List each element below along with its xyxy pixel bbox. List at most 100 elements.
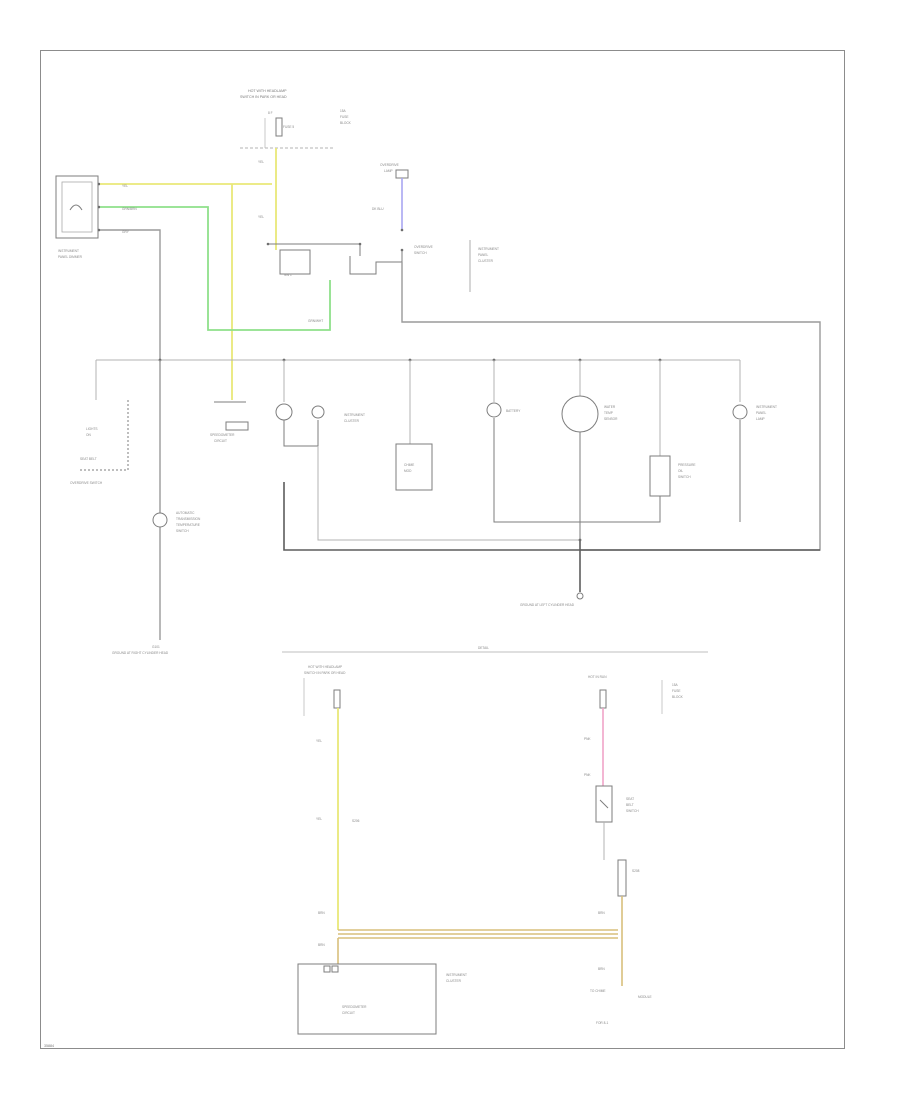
top-fuse-amp: 15A [340,109,347,113]
seat-belt-label-2: BELT [626,803,634,807]
oil-switch-label: PRESSURE [678,463,696,467]
bottom-cluster-label: INSTRUMENT [446,973,467,977]
wire-green [100,206,331,331]
switch-side-label-3: CLUSTER [478,259,494,263]
trans-temp-text-3: TEMPERATURE [176,523,200,527]
diode-label: S208 [632,869,640,873]
speedo-label: SPEEDOMETER [210,433,235,437]
seat-belt-label-3: SWITCH [626,809,639,813]
overdrive-wire-label: DK BLU [372,207,384,211]
instrument-panel-dimmer-box [55,175,101,239]
far-right-lamp [732,404,748,420]
far-right-label-3: LAMP [756,417,765,421]
bottom-left-header-2: SWITCH IN PARK OR HEAD [304,671,346,675]
water-temp-label-2: TEMP [604,411,613,415]
oil-switch-label-3: SWITCH [678,475,691,479]
wire-label-yel-3: YEL [258,215,264,219]
footer-code: 35884 [44,1044,54,1048]
chime-label-2: MODULE [638,995,652,999]
bottom-yel-label: YEL [316,739,322,743]
top-fuse-header-text-2: SWITCH IN PARK OR HEAD [240,95,287,99]
lights-switch-box [80,400,129,471]
bottom-splice-label: S206 [352,819,360,823]
top-fuse-block [240,117,335,149]
bottom-cluster-label-2: CLUSTER [446,979,462,983]
dimmer-label: INSTRUMENT [58,249,79,253]
overdrive-lamp-label: OVERDRIVE [380,163,399,167]
trans-temp-text: AUTOMATIC [176,511,195,515]
diagram-border [40,50,845,1049]
switch-label-3: SWITCH [414,251,427,255]
ground-left-g: G101 [152,645,160,649]
wire-label-yel: YEL [122,184,128,188]
lights-switch-text-2: ON [86,433,91,437]
bottom-right-fuse-3: BLOCK [672,695,684,699]
ground-main-text: GROUND AT LEFT CYLINDER HEAD [520,603,575,607]
wire-gray-dimmer [100,229,161,360]
switch-label: SW 1 [284,273,292,277]
lights-switch-text-4: OVERDRIVE SWITCH [70,481,103,485]
chime-module [395,443,433,491]
overdrive-lamp-label-2: LAMP [384,169,393,173]
far-right-label: INSTRUMENT [756,405,777,409]
wire-label-grnwht: GRN/WHT [308,319,323,323]
lights-switch-text: LIGHTS [86,427,98,431]
trans-temp-text-4: SWITCH [176,529,189,533]
dimmer-label-2: PANEL DIMMER [58,255,83,259]
water-temp-label-3: SENSOR [604,417,618,421]
chime-label: TO CHIME [590,989,606,993]
bottom-left-header: HOT WITH HEADLAMP [308,665,342,669]
water-temp-gauge [561,395,599,433]
bottom-pnk-label-2: PNK [584,773,591,777]
harness-label-2: BRN [318,943,325,947]
bottom-right-fuse-2: FUSE [672,689,681,693]
switch-side-label-2: PANEL [478,253,488,257]
trans-temp-text-2: TRANSMISSION [176,517,201,521]
chime-label-3: FOR 8-1 [596,1021,608,1025]
harness-label-3: BRN [598,911,605,915]
bottom-cluster-box [297,963,437,1035]
top-fuse-pin-label: 8 F [268,111,273,115]
chime-module-label: CHIME [404,463,414,467]
chime-module-label-2: MOD [404,469,412,473]
top-fuse-header-text: HOT WITH HEADLAMP [248,89,287,93]
cluster-text: INSTRUMENT [344,413,365,417]
top-fuse-name: FUSE [340,115,349,119]
speedo-gauge [275,403,293,421]
ground-bus-gray [317,446,580,541]
water-temp-label: WATER [604,405,616,409]
top-fuse-pin-label-2: FUSE 5 [283,125,294,129]
bottom-right-fuse: 15A [672,683,679,687]
ground-left-text: GROUND AT RIGHT CYLINDER HEAD [112,651,169,655]
harness-label: BRN [318,911,325,915]
trans-temp-sensor [152,512,168,528]
overdrive-lamp [395,169,409,232]
oil-switch-label-2: OIL [678,469,683,473]
bottom-cluster-inner-2: CIRCUIT [342,1011,355,1015]
ground-bus-black [283,482,820,551]
ground-main-symbol [576,592,584,600]
bottom-yel-label-2: YEL [316,817,322,821]
far-right-label-2: PANEL [756,411,766,415]
top-fuse-name-2: BLOCK [340,121,352,125]
bottom-right-header: HOT IN RUN [588,675,607,679]
seat-belt-label: SEAT [626,797,634,801]
wire-label-gry: GRY [122,230,130,234]
cluster-text-2: CLUSTER [344,419,360,423]
cluster-switch-assembly [266,240,821,551]
battery-gauge [486,402,502,418]
switch-side-label: INSTRUMENT [478,247,499,251]
wire-label-yel-2: YEL [258,160,264,164]
wire-label-grn: GRN/BRN [122,207,137,211]
harness-label-4: BRN [598,967,605,971]
bottom-pnk-label: PNK [584,737,591,741]
battery-label: BATTERY [506,409,521,413]
oil-switch [649,455,671,497]
section-divider-label: DETAIL [478,646,489,650]
speedo-label-2: CIRCUIT [214,439,227,443]
lights-switch-text-3: SEAT BELT [80,457,97,461]
bottom-cluster-inner: SPEEDOMETER [342,1005,367,1009]
switch-label-2: OVERDRIVE [414,245,433,249]
diode [617,859,627,897]
